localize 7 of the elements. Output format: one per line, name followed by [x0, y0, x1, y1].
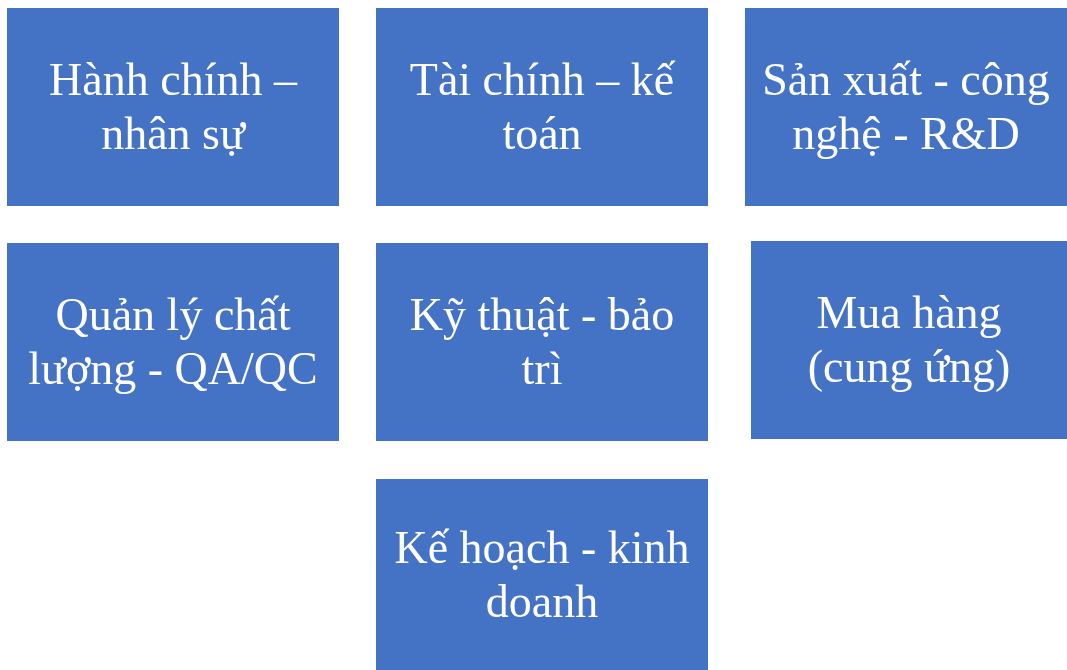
department-box: Kế hoạch - kinh doanh — [376, 479, 708, 670]
department-box: Sản xuất - công nghệ - R&D — [745, 8, 1067, 206]
department-box: Kỹ thuật - bảo trì — [376, 243, 708, 441]
department-box: Tài chính – kế toán — [376, 8, 708, 206]
department-box: Quản lý chất lượng - QA/QC — [7, 243, 339, 441]
department-box: Hành chính – nhân sự — [7, 8, 339, 206]
department-box: Mua hàng (cung ứng) — [751, 241, 1067, 439]
